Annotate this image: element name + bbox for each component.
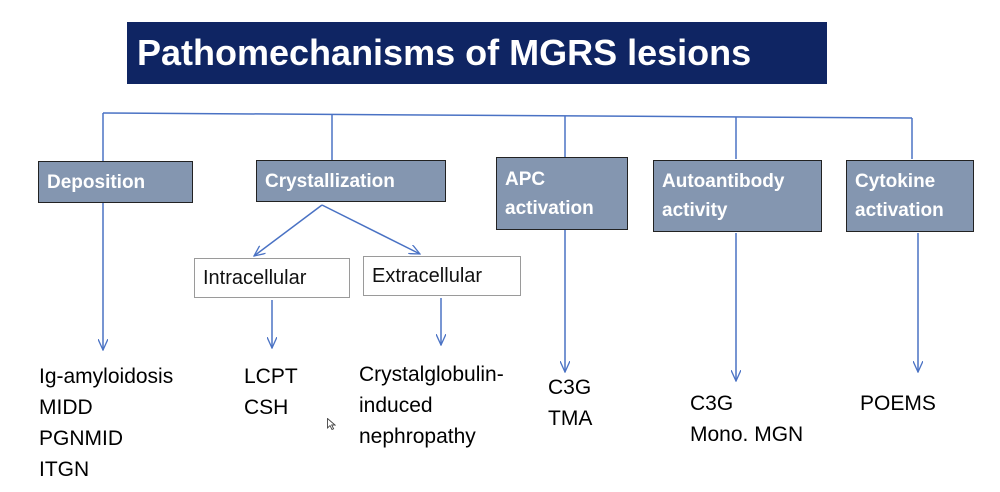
category-apc-activation-label: APC activation (505, 168, 594, 219)
lesion-item: CSH (244, 396, 289, 419)
category-crystallization: Crystallization (256, 160, 446, 202)
page-title: Pathomechanisms of MGRS lesions (127, 22, 827, 84)
category-crystallization-label: Crystallization (265, 170, 395, 192)
arrow-split-intracellular (254, 204, 323, 256)
lesions-deposition: Ig-amyloidosis MIDD PGNMID ITGN (39, 361, 173, 485)
lesion-item: Crystalglobulin- (359, 363, 504, 386)
category-deposition: Deposition (38, 161, 193, 203)
arrow-split-extracellular (321, 204, 420, 254)
lesion-item: C3G (690, 392, 734, 415)
lesions-cytokine-activation: POEMS (860, 388, 936, 419)
subcategory-intracellular: Intracellular (194, 258, 350, 298)
lesion-item: Ig-amyloidosis (39, 365, 174, 388)
category-deposition-label: Deposition (47, 171, 146, 193)
lesion-item: Mono. MGN (690, 423, 804, 446)
subcategory-extracellular-label: Extracellular (372, 264, 483, 287)
lesion-item: PGNMID (39, 427, 123, 450)
category-autoantibody-activity: Autoantibody activity (653, 160, 822, 232)
lesion-item: C3G (548, 376, 592, 399)
lesion-item: TMA (548, 407, 593, 430)
subcategory-intracellular-label: Intracellular (203, 266, 307, 289)
lesions-apc-activation: C3G TMA (548, 372, 592, 434)
lesions-extracellular: Crystalglobulin- induced nephropathy (359, 359, 504, 452)
lesion-item: ITGN (39, 458, 90, 481)
lesion-item: nephropathy (359, 425, 476, 448)
category-cytokine-activation-label: Cytokine activation (855, 171, 944, 221)
lesion-item: MIDD (39, 396, 93, 419)
lesions-intracellular: LCPT CSH (244, 361, 298, 423)
category-autoantibody-activity-label: Autoantibody activity (662, 171, 785, 221)
category-cytokine-activation: Cytokine activation (846, 160, 974, 232)
lesion-item: LCPT (244, 365, 298, 388)
mouse-pointer-icon (327, 418, 336, 430)
lesion-item: POEMS (860, 392, 936, 415)
subcategory-extracellular: Extracellular (363, 256, 521, 296)
category-apc-activation: APC activation (496, 157, 628, 230)
bus-line (102, 112, 913, 119)
lesion-item: induced (359, 394, 433, 417)
lesions-autoantibody-activity: C3G Mono. MGN (690, 388, 803, 450)
